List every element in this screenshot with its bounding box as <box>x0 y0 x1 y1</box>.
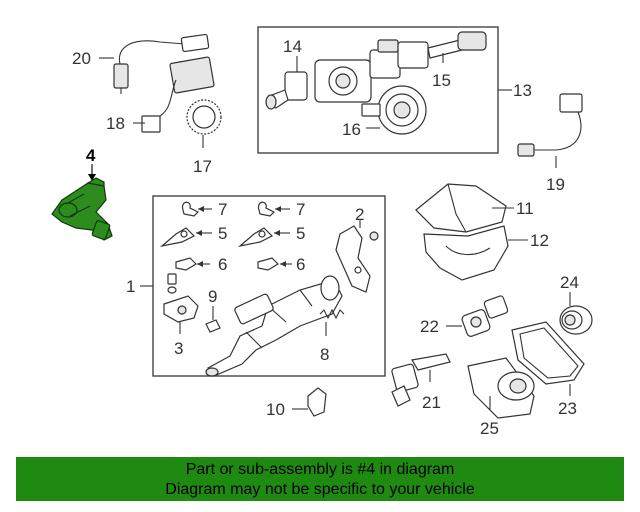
callout-4: 4 <box>86 146 96 165</box>
callout-15: 15 <box>432 71 451 90</box>
callout-7-left: 7 <box>218 200 227 219</box>
part-17-sensor-ring[interactable] <box>186 99 222 135</box>
callout-19: 19 <box>546 175 565 194</box>
part-6-nut-right[interactable] <box>257 257 279 271</box>
part-5-bracket-right[interactable] <box>237 227 274 248</box>
part-6-nut-left[interactable] <box>175 257 197 271</box>
banner-line-1: Part or sub-assembly is #4 in diagram <box>185 461 455 478</box>
callout-18: 18 <box>106 114 125 133</box>
callout-12: 12 <box>530 231 549 250</box>
part-12-lower-column-cover[interactable] <box>423 225 509 281</box>
steering-column-assembly[interactable] <box>205 275 343 377</box>
part-18-harness[interactable] <box>141 56 215 133</box>
callout-5-right: 5 <box>296 224 305 243</box>
part-24-bushing[interactable] <box>559 305 593 335</box>
part-3-plate[interactable] <box>163 295 199 323</box>
callout-17: 17 <box>193 157 212 176</box>
part-7-clip-right[interactable] <box>257 201 276 217</box>
callout-9: 9 <box>208 287 217 306</box>
part-9-clip[interactable] <box>205 319 221 333</box>
callout-1: 1 <box>126 277 135 296</box>
callout-2: 2 <box>355 205 364 224</box>
part-15-wiper-switch[interactable] <box>397 31 487 69</box>
callout-8: 8 <box>320 345 329 364</box>
part-10-bracket[interactable] <box>307 387 327 417</box>
callout-22: 22 <box>420 317 439 336</box>
part-11-upper-column-cover[interactable] <box>415 183 507 233</box>
callout-14: 14 <box>283 37 302 56</box>
callout-6-right: 6 <box>296 255 305 274</box>
callout-24: 24 <box>560 273 579 292</box>
part-16-spiral-cable[interactable] <box>361 85 427 135</box>
callout-6-left: 6 <box>218 255 227 274</box>
part-14-light-switch[interactable] <box>265 71 308 110</box>
part-21-intermediate-shaft[interactable] <box>391 353 451 407</box>
part-8-spring[interactable] <box>319 308 345 320</box>
part-20-harness[interactable] <box>113 33 210 94</box>
callout-11: 11 <box>516 199 534 218</box>
part-5-bracket-left[interactable] <box>159 227 196 248</box>
part-2-tilt-lever[interactable] <box>335 225 379 293</box>
callout-21: 21 <box>422 393 441 412</box>
part-bolt-small[interactable] <box>167 273 177 294</box>
callout-20: 20 <box>72 49 91 68</box>
callout-5-left: 5 <box>218 224 227 243</box>
part-22-universal-joint[interactable] <box>461 295 509 337</box>
callout-23: 23 <box>558 399 577 418</box>
callout-3: 3 <box>174 339 183 358</box>
callout-25: 25 <box>480 419 499 438</box>
part-4-ignition-lock-housing[interactable] <box>51 177 113 241</box>
part-19-sensor[interactable] <box>517 93 583 157</box>
part-23-seal-plate[interactable] <box>511 321 585 385</box>
callout-13: 13 <box>513 81 532 100</box>
banner-line-2: Diagram may not be specific to your vehi… <box>165 481 475 498</box>
callout-7-right: 7 <box>296 200 305 219</box>
info-banner: Part or sub-assembly is #4 in diagram Di… <box>16 457 624 501</box>
part-25-dust-boot[interactable] <box>467 357 535 419</box>
callout-16: 16 <box>342 120 361 139</box>
part-7-clip-left[interactable] <box>181 201 200 217</box>
steering-column-group-box <box>152 195 386 377</box>
callout-10: 10 <box>266 400 285 419</box>
